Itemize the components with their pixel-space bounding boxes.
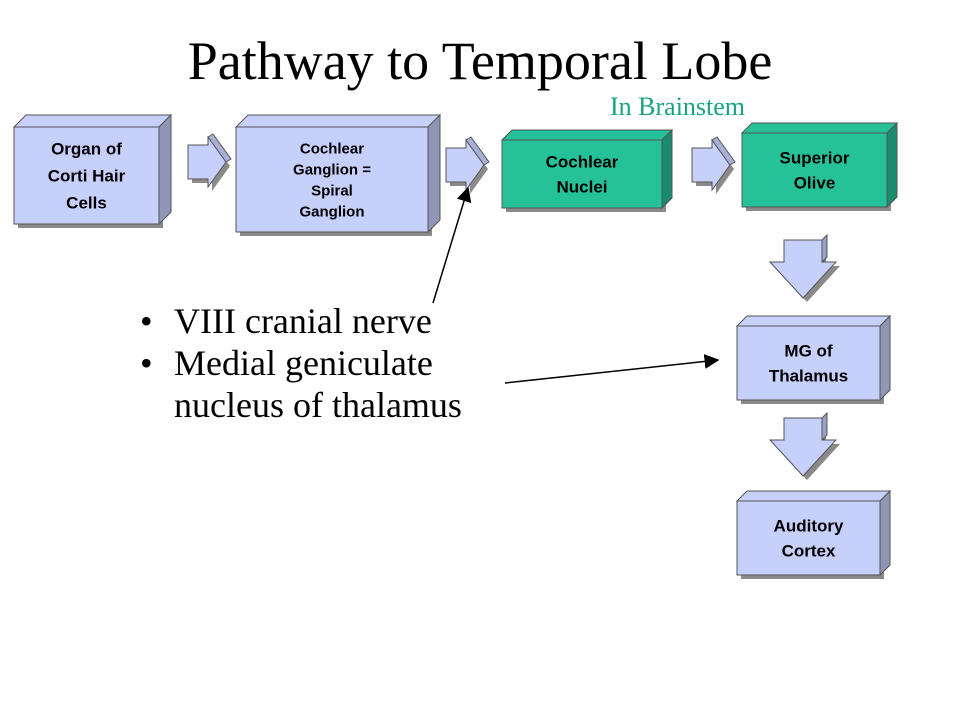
box-front-face bbox=[13, 126, 160, 225]
flow-arrow-right-1 bbox=[187, 133, 232, 191]
slide-title: Pathway to Temporal Lobe bbox=[187, 31, 773, 91]
box-side-face bbox=[886, 121, 898, 209]
box-label-line: Cochlear bbox=[300, 140, 364, 157]
flow-arrow-right-3 bbox=[691, 136, 736, 194]
box-front-face bbox=[235, 126, 429, 233]
bullet-text: VIII cranial nerve bbox=[174, 301, 432, 341]
pointer-line-cranial-nerve bbox=[432, 186, 472, 304]
box-front-face bbox=[501, 139, 663, 209]
box-front-face bbox=[741, 132, 888, 208]
bullet-list: • VIII cranial nerve • Medial geniculate… bbox=[140, 300, 544, 426]
box-side-face bbox=[879, 489, 891, 577]
box-label-line: MG of bbox=[784, 341, 832, 360]
bullet-item-cranial-nerve: • VIII cranial nerve bbox=[140, 300, 544, 342]
box-label-line: Olive bbox=[794, 173, 836, 192]
box-top-face bbox=[234, 114, 442, 128]
box-label-line: Spiral bbox=[311, 182, 353, 199]
mg-thalamus-box: MG of Thalamus bbox=[735, 314, 892, 404]
bullet-item-medial-geniculate: • Medial geniculate nucleus of thalamus bbox=[140, 342, 544, 426]
bullet-dot: • bbox=[140, 301, 153, 341]
box-label-line: Organ of bbox=[51, 139, 122, 158]
box-side-face bbox=[158, 113, 172, 226]
bullet-dot: • bbox=[140, 343, 153, 383]
box-top-face bbox=[740, 122, 899, 134]
box-label-line: Ganglion bbox=[300, 203, 365, 220]
box-top-face bbox=[735, 490, 892, 502]
flow-arrow-right-2 bbox=[445, 136, 490, 194]
box-label-line: Superior bbox=[780, 148, 850, 167]
box-front-face bbox=[736, 500, 881, 576]
box-label-line: Cochlear bbox=[546, 152, 619, 171]
box-side-face bbox=[427, 113, 441, 234]
box-top-face bbox=[500, 129, 674, 141]
box-label-line: Cells bbox=[66, 193, 107, 212]
box-label-line: Corti Hair bbox=[48, 166, 126, 185]
box-front-face bbox=[736, 325, 881, 401]
box-label-line: Thalamus bbox=[769, 366, 848, 385]
bullet-text: Medial geniculate nucleus of thalamus bbox=[174, 343, 462, 425]
box-label-line: Ganglion = bbox=[293, 161, 371, 178]
pointer-line-medial-geniculate bbox=[504, 353, 720, 384]
flow-arrow-down-1 bbox=[768, 233, 840, 302]
box-top-face bbox=[735, 315, 892, 327]
box-side-face bbox=[879, 314, 891, 402]
box-label-line: Nuclei bbox=[556, 177, 607, 196]
box-side-face bbox=[661, 128, 673, 210]
box-top-face bbox=[12, 114, 173, 128]
box-label-line: Cortex bbox=[782, 541, 836, 560]
brainstem-label: In Brainstem bbox=[610, 92, 746, 121]
box-label-line: Auditory bbox=[774, 516, 844, 535]
flow-arrow-down-2 bbox=[768, 411, 840, 480]
